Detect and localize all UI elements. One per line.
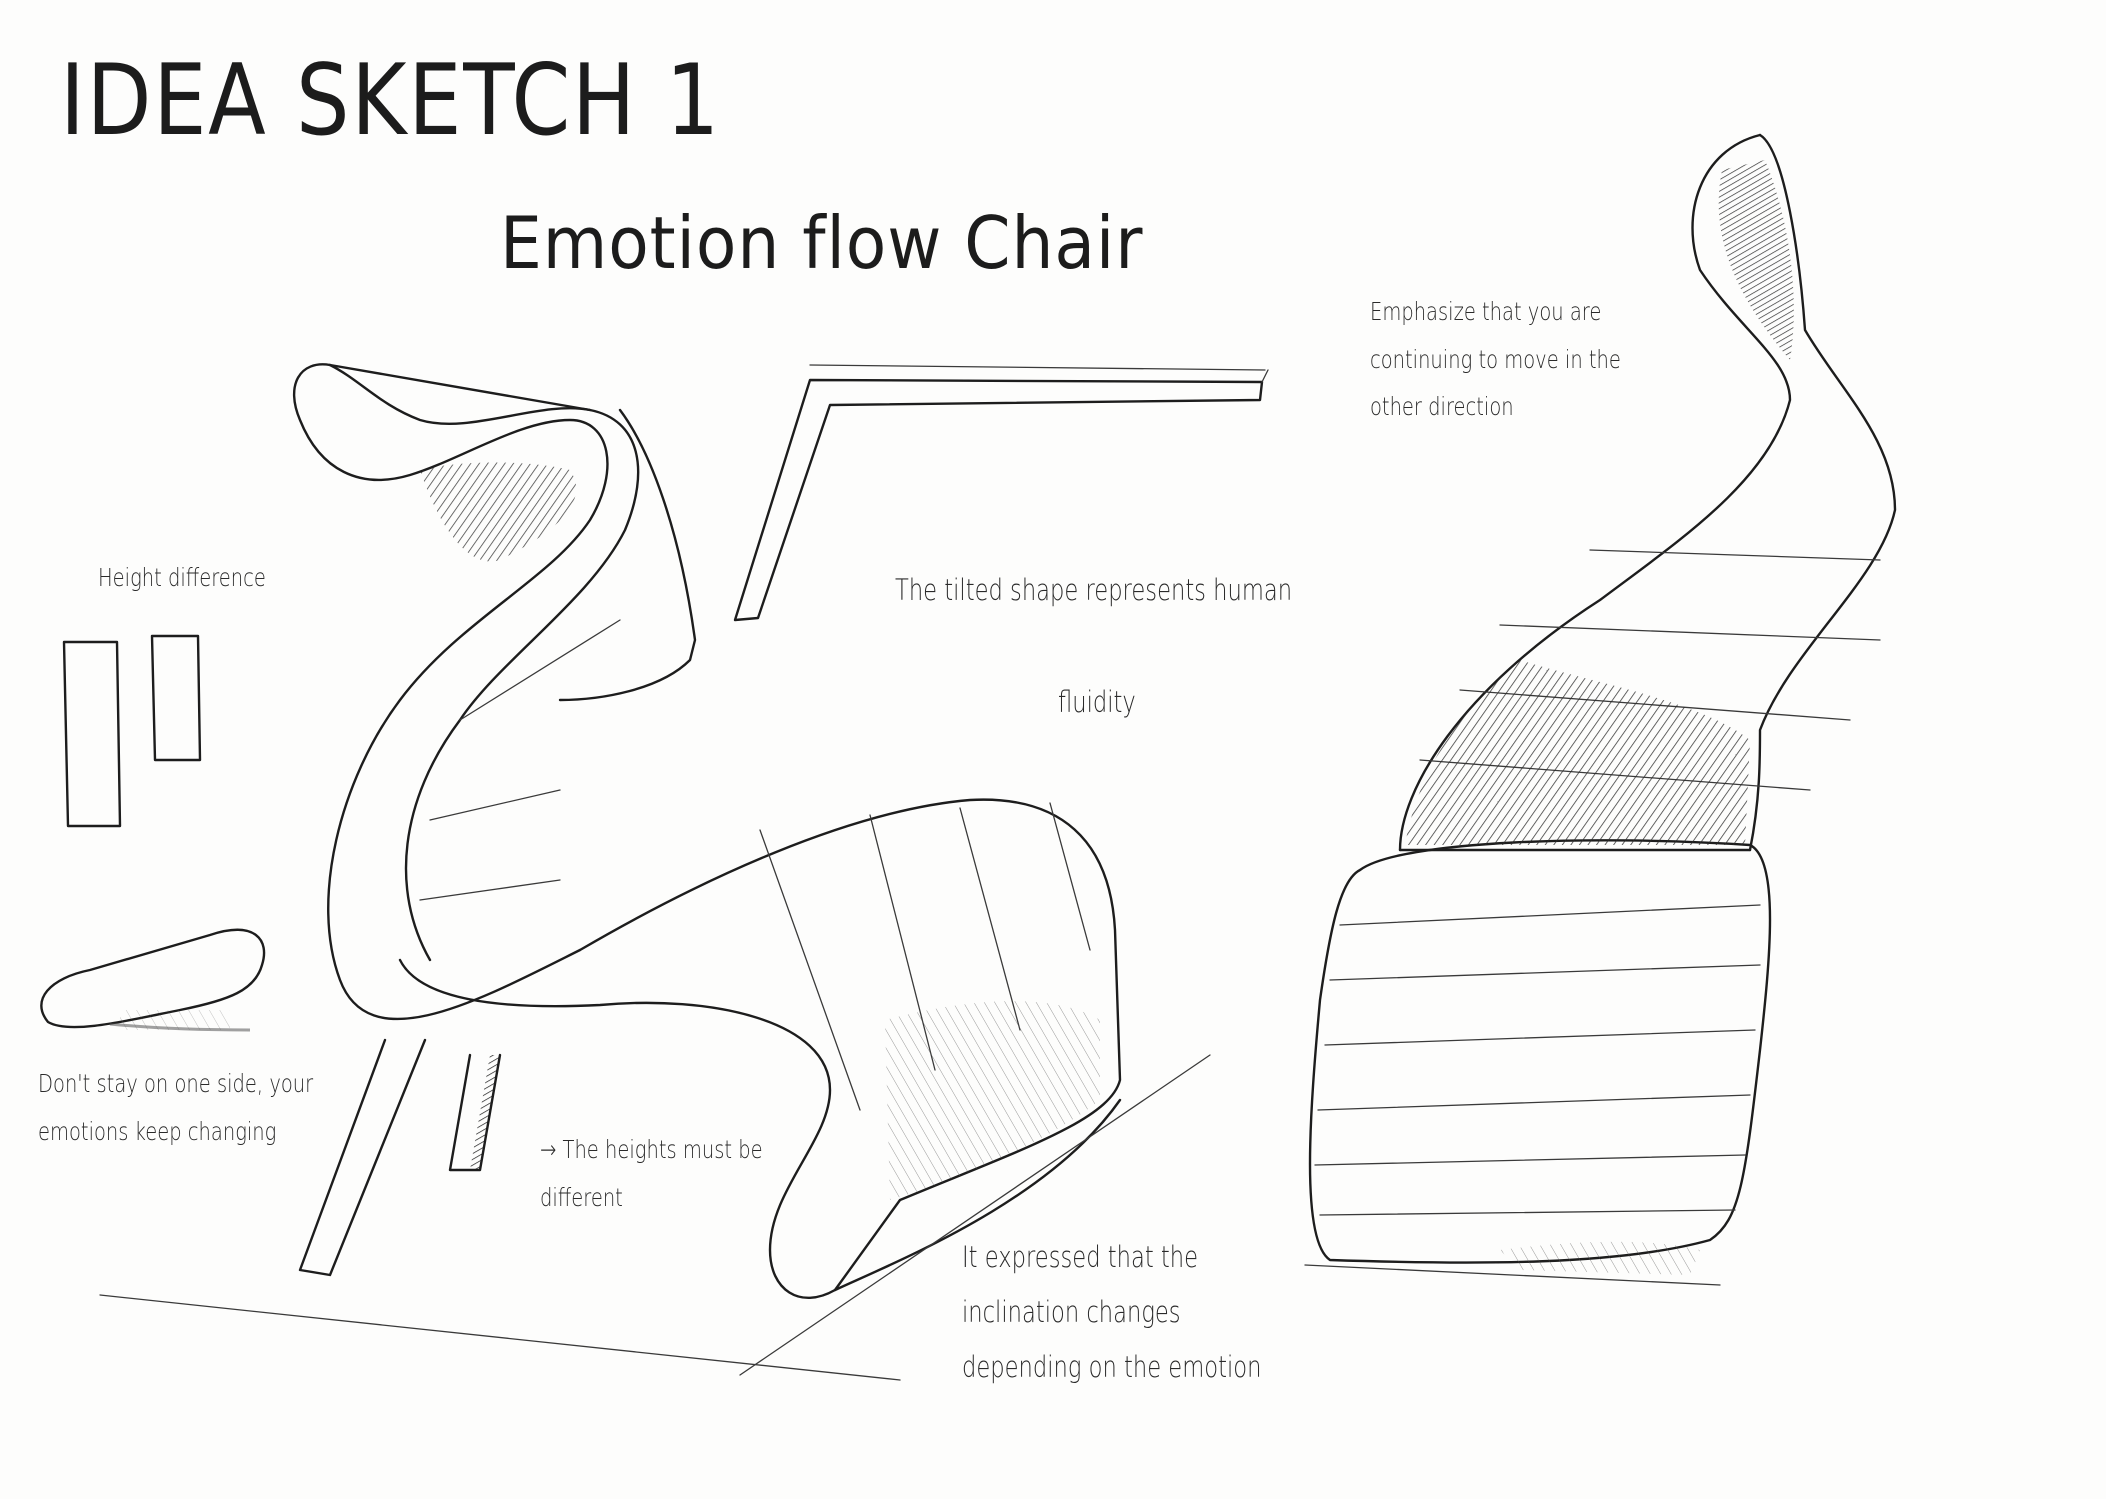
note-height-difference: Height difference [98,563,266,592]
height-difference-bars-icon [62,634,202,828]
note-tilted-shape: The tilted shape represents human [895,573,1293,607]
chair-tall-side-sketch-icon [1304,133,1897,1286]
base-pad-sketch-icon [40,928,266,1032]
sketch-subtitle: Emotion flow Chair [500,201,1144,285]
note-fluidity: fluidity [1058,685,1136,719]
note-emphasize: Emphasize that you are continuing to mov… [1370,297,1621,421]
note-dont-stay: Don't stay on one side, your emotions ke… [38,1069,314,1146]
chair-side-sketch-icon [99,363,1211,1381]
note-inclination: It expressed that the inclination change… [962,1240,1262,1385]
note-heights-different: → The heights must be different [540,1135,763,1212]
sketch-title: IDEA SKETCH 1 [60,44,722,158]
tilted-profile-sketch-icon [733,364,1269,622]
